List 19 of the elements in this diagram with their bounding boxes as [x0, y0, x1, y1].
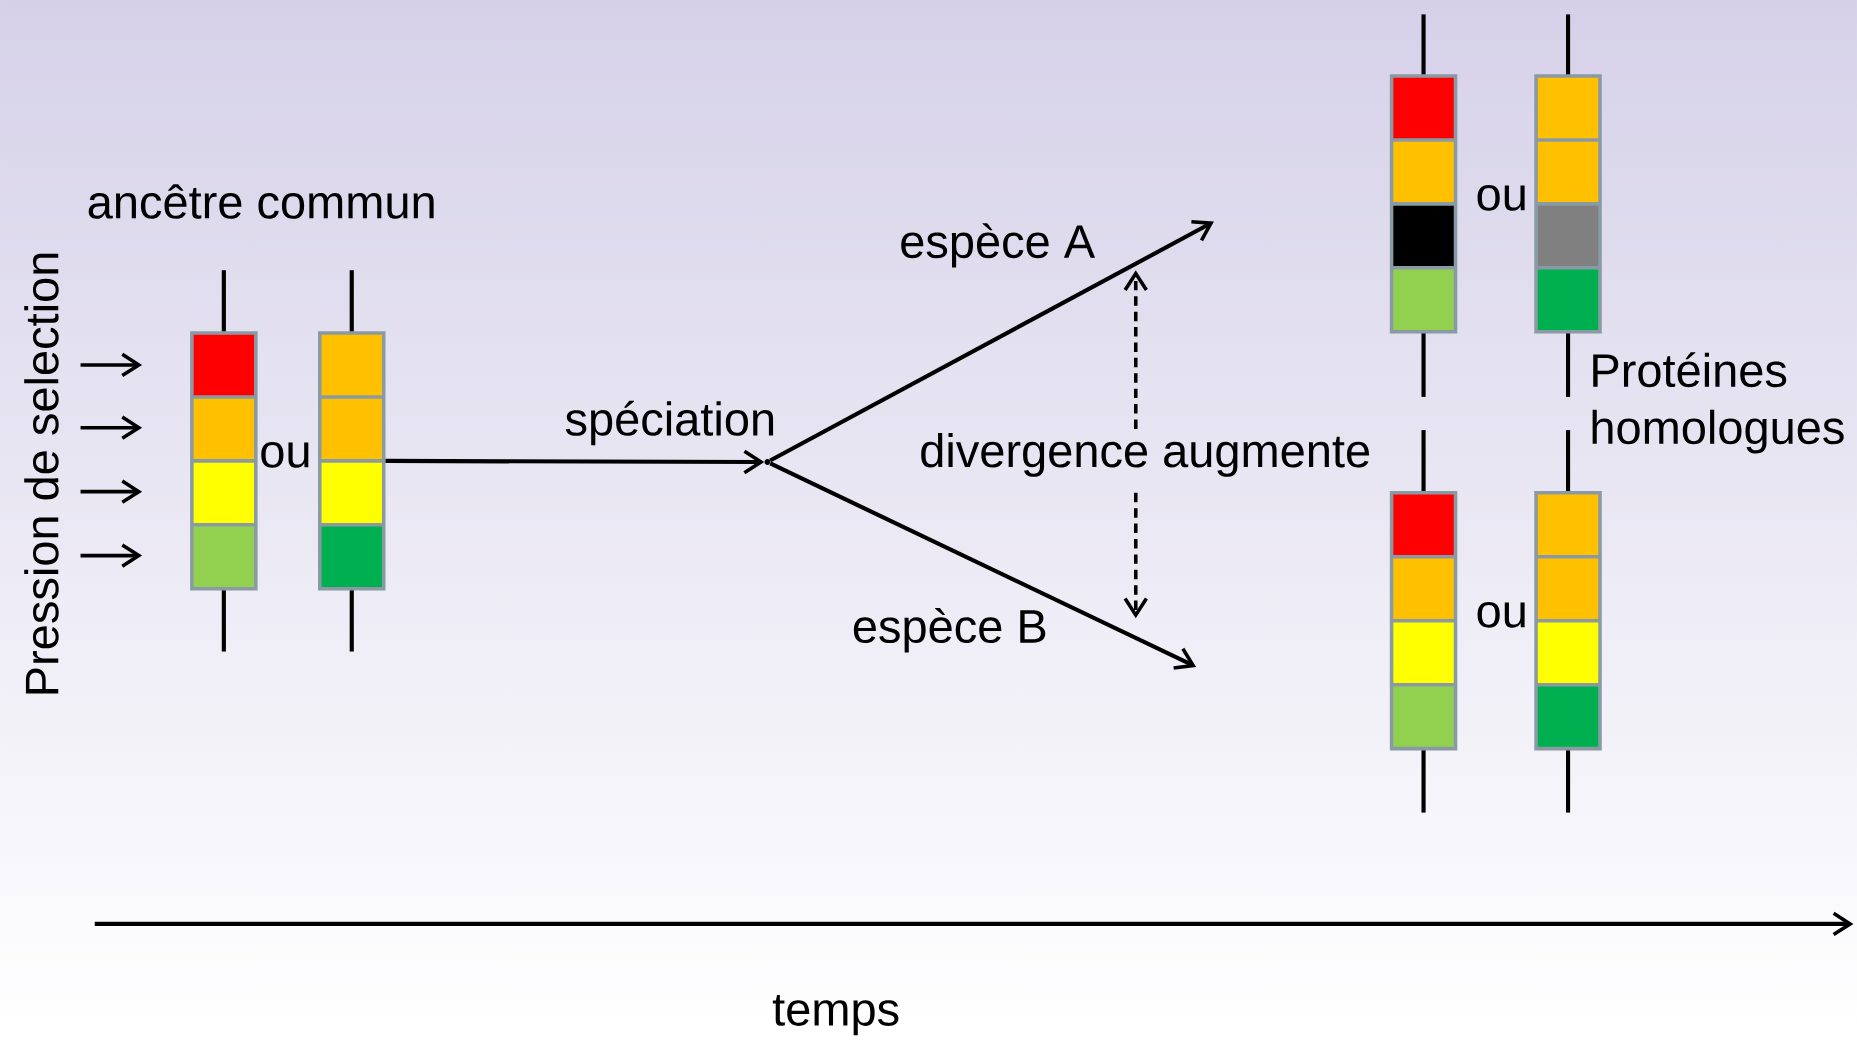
- protein-bar: [190, 270, 258, 652]
- protein-bar: [1389, 14, 1458, 397]
- label: temps: [772, 995, 899, 1036]
- branch-point: [764, 459, 771, 465]
- arrow: [769, 461, 1197, 670]
- arrow: [385, 449, 765, 475]
- edge-label: espèce B: [853, 608, 1046, 653]
- label: ou: [1477, 185, 1525, 211]
- edge-label: espèce A: [901, 223, 1095, 268]
- label: ou: [261, 442, 309, 468]
- protein-bar: [1389, 430, 1458, 813]
- edge-label: spéciation: [565, 400, 774, 446]
- label: Protéines homologues: [1592, 352, 1844, 454]
- label: ancêtre commun: [88, 184, 434, 219]
- label: ou: [1477, 601, 1525, 628]
- arrow: [769, 219, 1214, 463]
- label: divergence augmente: [921, 433, 1370, 477]
- label: Pression de selection: [24, 253, 59, 694]
- protein-bar: [318, 270, 386, 652]
